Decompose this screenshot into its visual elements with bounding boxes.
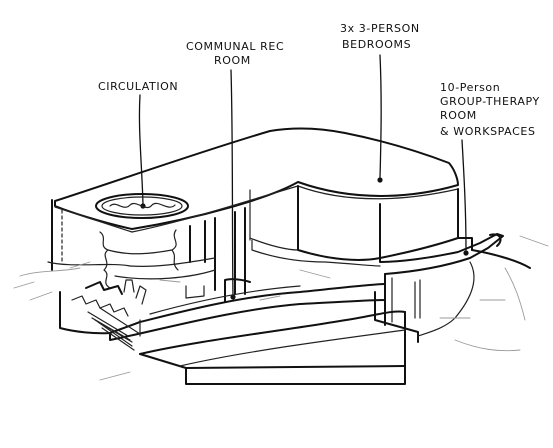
label-therapy-line2: GROUP-THERAPY [440, 95, 540, 108]
leader-circulation [138, 94, 146, 209]
label-therapy-line4: & WORKSPACES [440, 125, 536, 138]
communal-floor [59, 283, 386, 343]
skylight-circulation [95, 193, 189, 219]
label-communal-rec-room-line2: ROOM [214, 54, 251, 67]
leader-communal-rec-room [230, 69, 236, 300]
label-communal-rec-room-line1: COMMUNAL REC [186, 40, 284, 53]
label-bedrooms-line2: BEDROOMS [342, 38, 411, 51]
circulation-core [99, 229, 179, 289]
leader-bedrooms [377, 54, 383, 183]
label-circulation: CIRCULATION [98, 80, 178, 93]
base-plinth [139, 310, 406, 385]
people-figures [123, 279, 205, 305]
label-therapy-line3: ROOM [440, 109, 477, 122]
bedroom-block [249, 185, 459, 267]
ground-hatch [13, 261, 331, 381]
roof-slab [54, 127, 459, 233]
label-therapy-line1: 10-Person [440, 81, 500, 94]
label-bedrooms-line1: 3x 3-PERSON [340, 22, 420, 35]
therapy-room-platform [374, 233, 549, 352]
staircase [71, 281, 135, 351]
